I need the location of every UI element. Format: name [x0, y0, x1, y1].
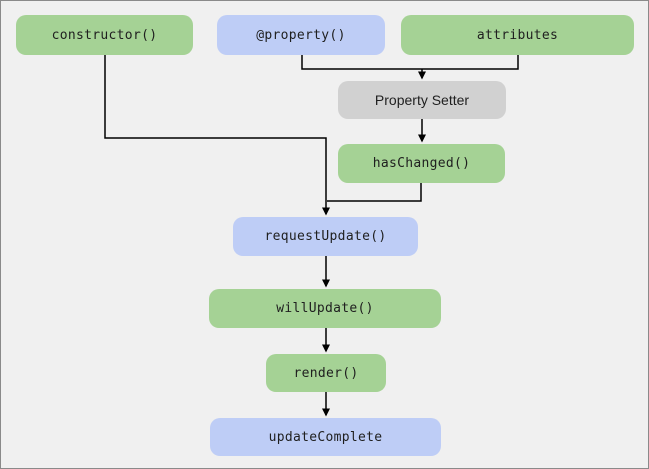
- node-attributes: attributes: [401, 15, 634, 55]
- edge-property-attributes-bus: [301, 55, 519, 70]
- edge-constructor-to-request-update: [104, 55, 330, 216]
- node-update-complete: updateComplete: [210, 418, 441, 456]
- node-property-decorator: @property(): [217, 15, 385, 55]
- node-property-setter: Property Setter: [338, 81, 506, 119]
- node-constructor: constructor(): [16, 15, 193, 55]
- node-will-update: willUpdate(): [209, 289, 441, 328]
- node-request-update: requestUpdate(): [233, 217, 418, 256]
- node-render: render(): [266, 354, 386, 392]
- node-has-changed: hasChanged(): [338, 144, 505, 183]
- edge-has-changed-to-request-update: [327, 183, 422, 202]
